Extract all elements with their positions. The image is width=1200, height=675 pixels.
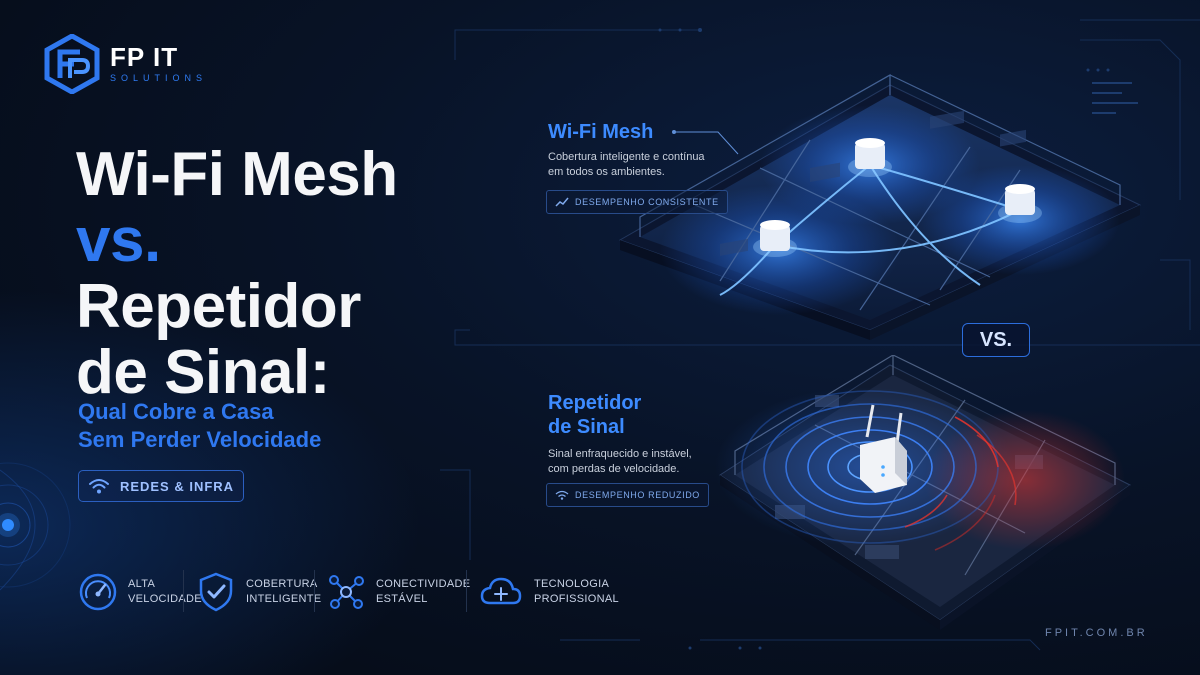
- headline-versus: vs.: [76, 206, 161, 275]
- feature-4-line-1: TECNOLOGIA: [534, 578, 610, 590]
- headline-subtitle: Qual Cobre a Casa Sem Perder Velocidade: [78, 398, 458, 454]
- versus-tag: VS.: [962, 323, 1030, 357]
- repeater-title: Repetidor de Sinal: [548, 391, 641, 439]
- speedometer-icon: [79, 573, 117, 611]
- mesh-performance-badge: DESEMPENHO CONSISTENTE: [546, 190, 728, 214]
- feature-2-line-2: INTELIGENTE: [246, 593, 322, 605]
- feature-conectividade-estavel: CONECTIVIDADE ESTÁVEL: [326, 568, 470, 616]
- repeater-description: Sinal enfraquecido e instável, com perda…: [548, 447, 692, 477]
- category-label: REDES & INFRA: [119, 478, 235, 494]
- feature-1-line-2: VELOCIDADE: [128, 593, 202, 605]
- cloud-icon: [480, 577, 522, 605]
- brand-logo[interactable]: FP IT SOLUTIONS: [44, 34, 207, 94]
- feature-cobertura-inteligente: COBERTURA INTELIGENTE: [196, 568, 321, 616]
- feature-3-line-1: CONECTIVIDADE: [376, 578, 471, 590]
- mesh-title: Wi-Fi Mesh: [548, 121, 654, 143]
- network-nodes-icon: [329, 575, 364, 609]
- mesh-node: [753, 220, 797, 257]
- mesh-node: [848, 138, 892, 177]
- feature-divider: [466, 570, 467, 612]
- repeater-performance-badge: DESEMPENHO REDUZIDO: [546, 483, 709, 507]
- repeater-title-line-2: de Sinal: [548, 416, 625, 438]
- mesh-description: Cobertura inteligente e contínua em todo…: [548, 150, 705, 180]
- subtitle-line-2: Sem Perder Velocidade: [78, 427, 322, 452]
- wifi-icon: [88, 479, 109, 494]
- headline-line-1: Wi-Fi Mesh: [76, 140, 398, 209]
- repeater-title-line-1: Repetidor: [548, 392, 642, 414]
- feature-tecnologia-profissional: TECNOLOGIA PROFISSIONAL: [478, 568, 619, 616]
- feature-4-line-2: PROFISSIONAL: [534, 593, 619, 605]
- subtitle-line-1: Qual Cobre a Casa: [78, 399, 274, 424]
- feature-1-line-1: ALTA: [128, 578, 156, 590]
- website-link[interactable]: FPIT.COM.BR: [1045, 627, 1148, 639]
- mesh-desc-line-2: em todos os ambientes.: [548, 166, 665, 178]
- repeater-desc-line-1: Sinal enfraquecido e instável,: [548, 448, 692, 460]
- mesh-desc-line-1: Cobertura inteligente e contínua: [548, 151, 705, 163]
- category-badge[interactable]: REDES & INFRA: [78, 470, 244, 502]
- feature-divider: [183, 570, 184, 612]
- wifi-icon: [555, 490, 569, 500]
- mesh-badge-label: DESEMPENHO CONSISTENTE: [575, 197, 719, 207]
- fp-hexagon-logo-icon: [44, 34, 100, 94]
- repeater-house-illustration: [715, 355, 1131, 630]
- mesh-house-illustration: [618, 73, 1142, 340]
- feature-2-line-1: COBERTURA: [246, 578, 318, 590]
- mesh-node: [998, 184, 1042, 223]
- headline-line-3: Repetidor: [76, 272, 361, 341]
- trend-up-icon: [555, 197, 569, 207]
- headline-line-4: de Sinal:: [76, 338, 330, 407]
- feature-divider: [314, 570, 315, 612]
- headline: Wi-Fi Mesh vs. Repetidor de Sinal:: [76, 142, 516, 406]
- repeater-device: [860, 404, 907, 493]
- brand-tagline: SOLUTIONS: [110, 73, 208, 83]
- shield-check-icon: [199, 572, 233, 612]
- repeater-desc-line-2: com perdas de velocidade.: [548, 463, 680, 475]
- feature-3-line-2: ESTÁVEL: [376, 593, 428, 605]
- brand-name: FP IT: [110, 42, 179, 72]
- mesh-callout-line: [672, 130, 739, 155]
- repeater-badge-label: DESEMPENHO REDUZIDO: [575, 490, 700, 500]
